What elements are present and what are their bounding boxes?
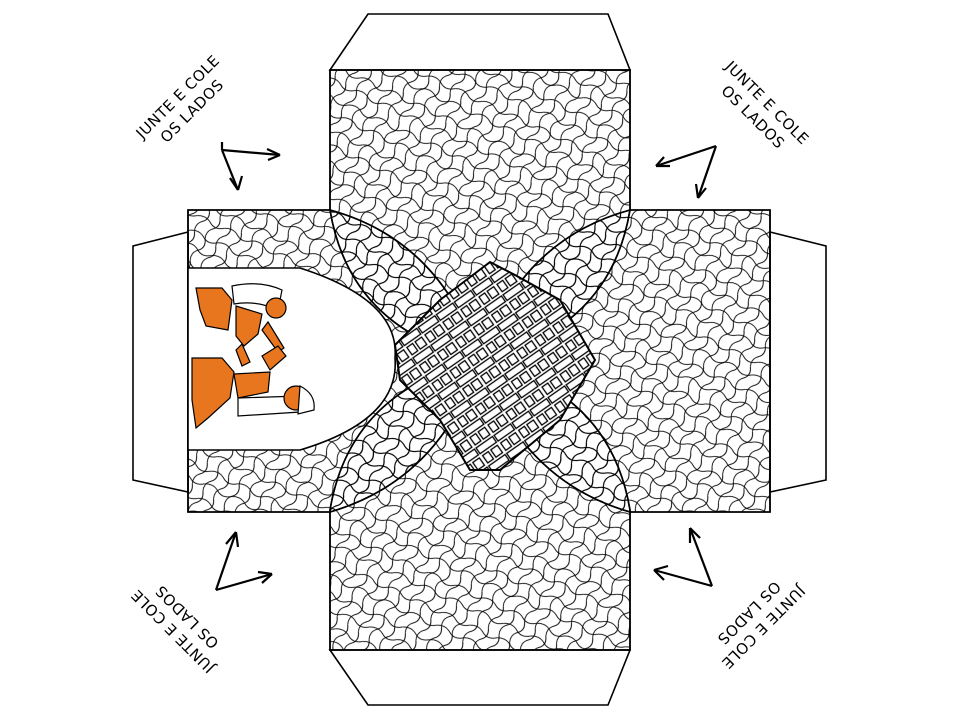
top-glue-tab — [328, 13, 632, 71]
story-illustration — [187, 267, 396, 451]
left-glue-tab — [132, 230, 189, 493]
arrow-group-bottom-left — [214, 531, 273, 592]
right-glue-tab — [769, 230, 827, 493]
woven-basket — [393, 260, 597, 471]
arrow-group-bottom-right — [653, 527, 714, 588]
arrow-group-top-right — [655, 144, 718, 199]
figure-lower — [191, 342, 315, 430]
bottom-glue-tab — [328, 649, 632, 706]
right-panel — [479, 209, 771, 513]
arrow-group-top-left — [220, 142, 281, 191]
